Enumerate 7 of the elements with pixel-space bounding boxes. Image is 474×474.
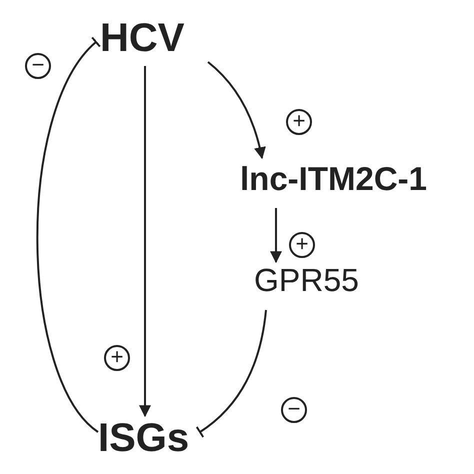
arrow <box>207 61 266 160</box>
arrow <box>139 66 151 418</box>
gene-label: GPR55 <box>254 264 359 296</box>
gene-label: HCV <box>100 18 184 58</box>
arrow <box>270 208 282 264</box>
gene-label: lnc-ITM2C-1 <box>240 162 428 195</box>
gene-label: ISGs <box>98 418 190 458</box>
